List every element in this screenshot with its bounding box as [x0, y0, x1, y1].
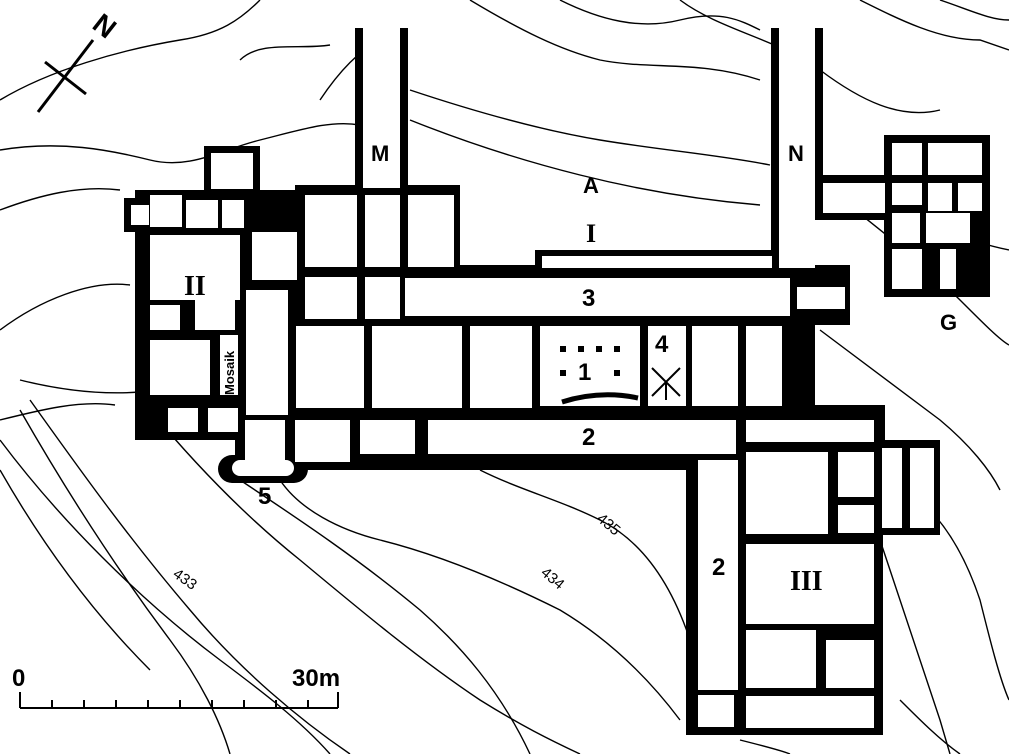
contour-435-label: 435 — [593, 510, 623, 539]
room-1-label: 1 — [578, 359, 591, 386]
building-i-label: I — [586, 219, 596, 248]
passage-n-label: N — [788, 141, 804, 166]
contour-434-label: 434 — [537, 564, 567, 593]
zone-g-label: G — [940, 310, 957, 335]
north-arrow-label: N — [87, 8, 122, 45]
building-ii-label: II — [184, 271, 206, 302]
room-2-label: 2 — [582, 424, 595, 451]
tower-5-label: 5 — [258, 483, 271, 510]
zone-a-label: A — [583, 173, 599, 198]
room-4-label: 4 — [655, 331, 669, 358]
building-iii-label: III — [790, 566, 823, 597]
scale-start-label: 0 — [12, 665, 25, 692]
north-arrow-icon: N — [36, 8, 122, 113]
scale-end-label: 30m — [292, 665, 340, 692]
room-interiors — [131, 28, 982, 728]
room-2-south-label: 2 — [712, 554, 725, 581]
contour-433-label: 433 — [170, 565, 200, 593]
scale-bar: 0 30m — [12, 665, 340, 709]
room-3-label: 3 — [582, 285, 595, 312]
mosaic-label: Mosaik — [222, 350, 237, 395]
passage-m-label: M — [371, 141, 389, 166]
courtyard-details — [560, 346, 681, 405]
